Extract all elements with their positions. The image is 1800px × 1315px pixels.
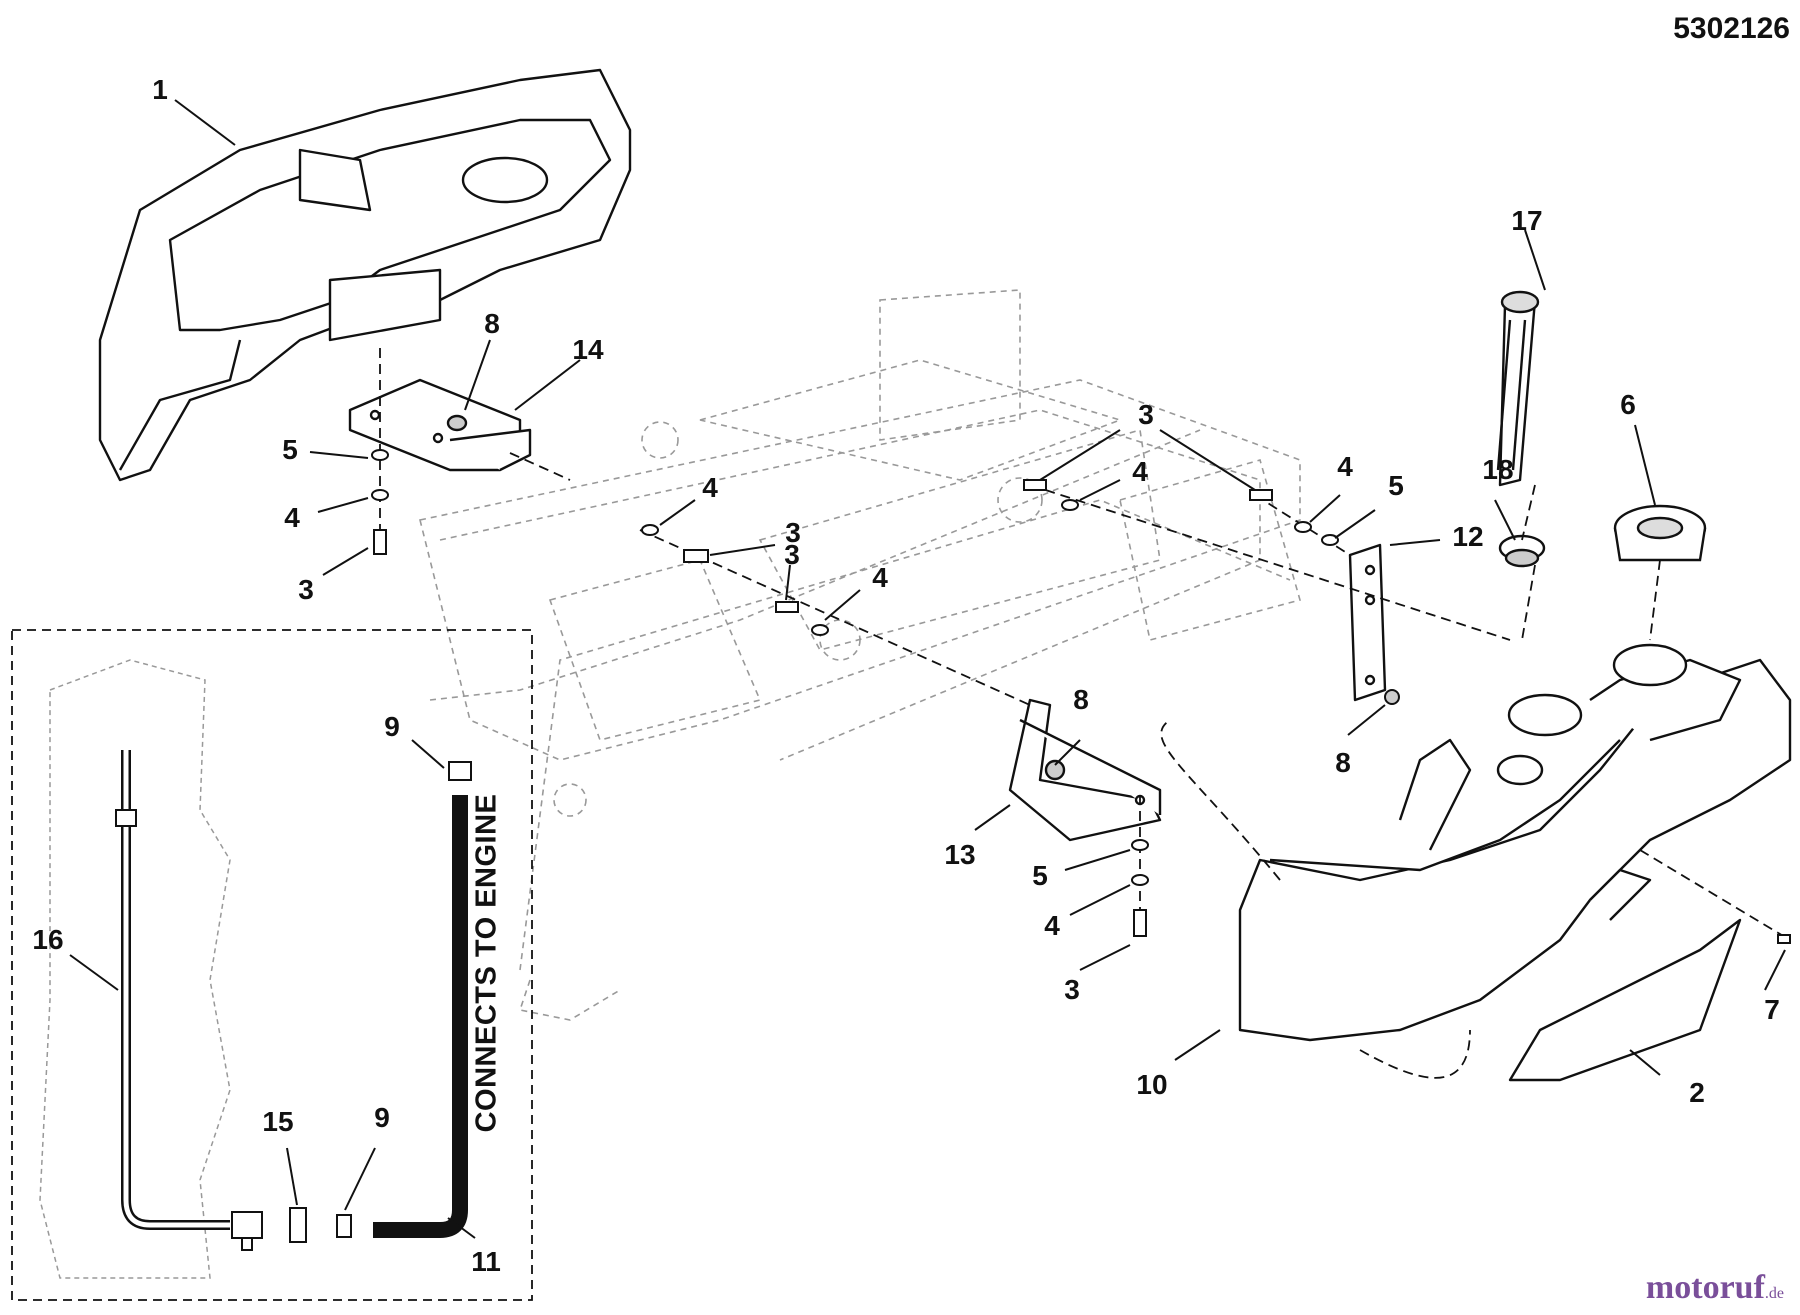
callout-8: 8 xyxy=(1073,684,1089,715)
callout-5: 5 xyxy=(1032,860,1048,891)
callout-3: 3 xyxy=(1138,399,1154,430)
callout-8: 8 xyxy=(1335,747,1351,778)
callout-1: 1 xyxy=(152,74,168,105)
drawing-number: 5302126 xyxy=(1673,12,1790,45)
watermark-main: motoruf xyxy=(1645,1269,1765,1306)
callout-12: 12 xyxy=(1452,521,1484,552)
bracket-14 xyxy=(348,378,532,472)
callout-4: 4 xyxy=(872,562,888,593)
callout-13: 13 xyxy=(944,839,976,870)
hardware xyxy=(371,449,1791,944)
callout-14: 14 xyxy=(572,334,604,365)
callout-15: 15 xyxy=(262,1106,294,1137)
dash-panel-part xyxy=(98,68,632,482)
callout-9: 9 xyxy=(374,1102,390,1133)
inset-box xyxy=(11,629,533,1301)
callout-9: 9 xyxy=(384,711,400,742)
callout-4: 4 xyxy=(1044,910,1060,941)
callout-4: 4 xyxy=(284,502,300,533)
callout-6: 6 xyxy=(1620,389,1636,420)
fuel-cap-6 xyxy=(1613,504,1707,562)
connects-to-engine-note: CONNECTS TO ENGINE xyxy=(470,793,503,1133)
callout-4: 4 xyxy=(1337,451,1353,482)
tractor-frame-phantom xyxy=(419,289,1301,1021)
bracket-13 xyxy=(1008,698,1162,842)
callout-18: 18 xyxy=(1482,454,1514,485)
watermark-logo: motoruf.de xyxy=(1646,1269,1784,1307)
callout-11: 11 xyxy=(471,1246,501,1277)
inset-fuel-line xyxy=(39,659,472,1279)
callout-3: 3 xyxy=(298,574,314,605)
side-panel-2 xyxy=(1508,918,1742,1082)
bracket-12 xyxy=(1348,543,1387,702)
callout-7: 7 xyxy=(1764,994,1780,1025)
callout-3: 3 xyxy=(1064,974,1080,1005)
leader-lines xyxy=(69,99,1786,1239)
callout-10: 10 xyxy=(1136,1069,1168,1100)
fuel-gauge-17 xyxy=(1496,290,1540,487)
callout-5: 5 xyxy=(282,434,298,465)
callout-4: 4 xyxy=(1132,456,1148,487)
callout-4: 4 xyxy=(702,472,718,503)
callout-3: 3 xyxy=(784,539,800,570)
callout-2: 2 xyxy=(1689,1077,1705,1108)
callout-3: 3 xyxy=(785,517,801,548)
callout-5: 5 xyxy=(1388,470,1404,501)
grommet-18 xyxy=(1498,534,1546,568)
fuel-tank-cover-10 xyxy=(1238,643,1792,1042)
callout-8: 8 xyxy=(484,308,500,339)
callout-16: 16 xyxy=(32,924,64,955)
watermark-tld: .de xyxy=(1764,1285,1784,1302)
callout-17: 17 xyxy=(1511,205,1543,236)
